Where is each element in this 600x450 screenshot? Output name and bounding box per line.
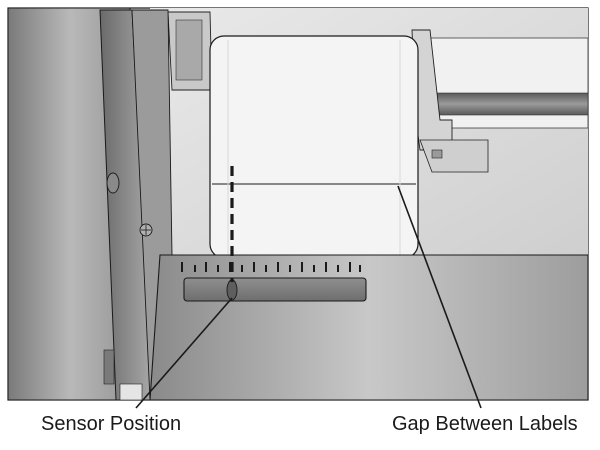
gap-between-labels-caption: Gap Between Labels	[392, 413, 578, 435]
label-stock	[209, 35, 419, 259]
side-screw-upper	[106, 172, 120, 194]
sensor-window	[183, 277, 367, 302]
sensor-plate	[149, 254, 589, 401]
sensor-position-leader	[135, 297, 233, 409]
sensor-scale	[181, 262, 361, 272]
gap-leader	[397, 185, 482, 409]
guide-bracket	[419, 139, 489, 173]
sensor-marker	[226, 279, 238, 301]
roller-rod	[429, 92, 589, 116]
sensor-position-caption: Sensor Position	[41, 413, 182, 435]
